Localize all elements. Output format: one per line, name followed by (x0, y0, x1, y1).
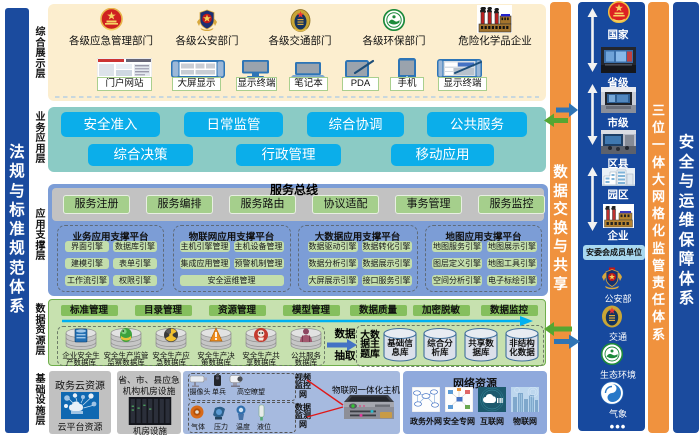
svg-text:基础信: 基础信 (386, 338, 413, 348)
svg-text:析库: 析库 (431, 347, 449, 357)
svg-text:非结构: 非结构 (509, 338, 535, 348)
svg-text:综合分: 综合分 (427, 338, 453, 348)
svg-text:共享数: 共享数 (468, 338, 494, 348)
svg-text:息库: 息库 (391, 347, 409, 357)
svg-text:据库: 据库 (472, 347, 490, 357)
svg-text:化数据: 化数据 (509, 347, 535, 357)
